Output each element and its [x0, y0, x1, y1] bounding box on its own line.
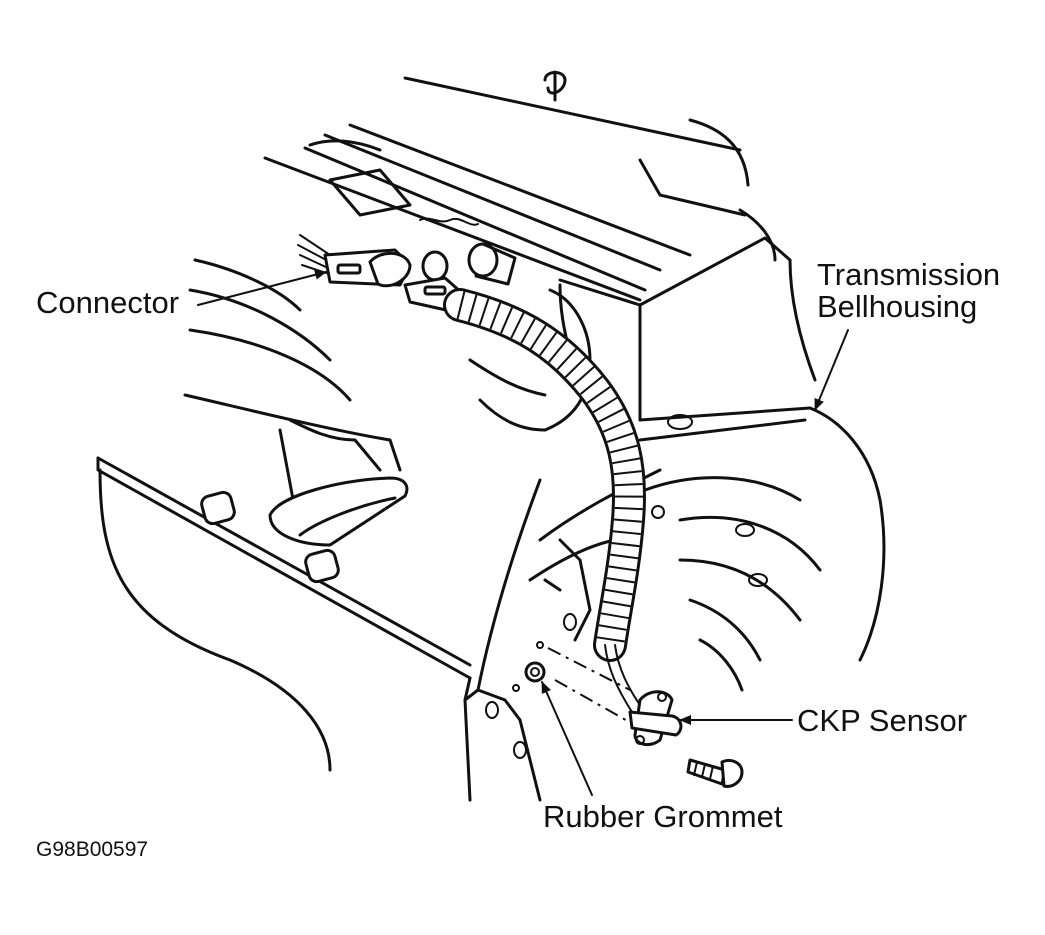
rubber-grommet-shape — [524, 661, 546, 683]
vacuum-port-small — [421, 250, 449, 282]
sensor-harness-conduit — [443, 288, 647, 662]
transmission-bellhousing-label-line1: Transmission — [817, 257, 1001, 292]
engine-block-flange — [463, 478, 592, 802]
rubber-grommet-label: Rubber Grommet — [543, 799, 783, 834]
ckp-sensor-shape — [628, 690, 683, 747]
engine-oil-pan — [96, 456, 472, 772]
sensor-wire-a — [604, 644, 633, 713]
pan-bolt-lower — [304, 548, 340, 584]
bellhousing-leader-arrow — [814, 329, 849, 411]
figure-code: G98B00597 — [36, 838, 149, 861]
intake-manifold — [263, 70, 777, 302]
connector-leader-arrow — [197, 269, 327, 306]
transmission-bellhousing-label-line2: Bellhousing — [817, 289, 978, 324]
harness-wires — [297, 234, 331, 274]
connector-label: Connector — [36, 285, 180, 320]
grommet-leader-arrow — [541, 681, 593, 796]
manifold-runners — [183, 258, 592, 512]
mounting-bolt — [686, 758, 744, 788]
starter-cover — [268, 476, 409, 547]
connector-shape — [323, 248, 412, 288]
ckp-sensor-label: CKP Sensor — [797, 703, 968, 738]
pan-bolt-upper — [200, 490, 236, 526]
